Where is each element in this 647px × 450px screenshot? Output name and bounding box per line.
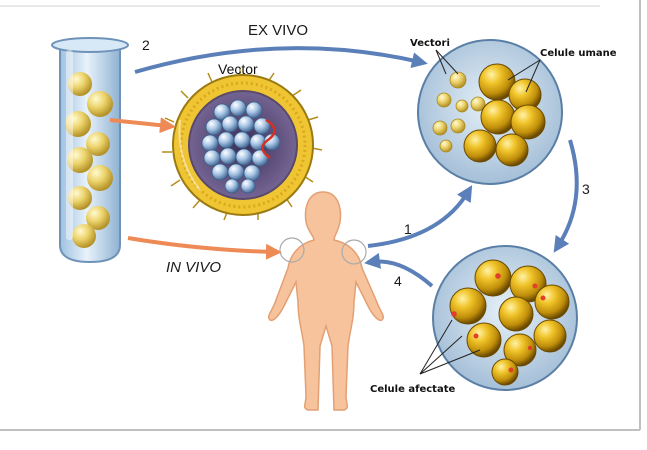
step-3-arrow — [553, 139, 579, 253]
step-1-arrow — [367, 185, 473, 248]
tube-to-vector-arrow — [109, 117, 176, 134]
step-4-label: 4 — [394, 273, 402, 289]
test-tube-icon — [51, 37, 129, 264]
step-4-arrow — [364, 252, 434, 288]
in-vivo-arrow — [127, 236, 282, 260]
ex-vivo-label: EX VIVO — [248, 22, 308, 39]
vectors-group — [432, 71, 486, 153]
step-1-label: 1 — [404, 221, 412, 237]
step-2-label: 2 — [142, 37, 150, 53]
in-vivo-label: IN VIVO — [166, 259, 221, 276]
human-cells-circle — [417, 39, 563, 185]
step-3-label: 3 — [582, 181, 590, 197]
celule-afectate-label: Celule afectate — [370, 384, 455, 395]
virus-vector-icon — [162, 68, 323, 221]
human-figure-icon — [267, 191, 385, 411]
affected-cells-circle — [432, 245, 578, 391]
celule-umane-label: Celule umane — [540, 48, 617, 59]
label-pointer-lines — [419, 49, 541, 375]
vector-label: Vector — [218, 61, 258, 77]
ex-vivo-arrow — [134, 46, 428, 74]
vectori-label: Vectori — [410, 38, 450, 49]
